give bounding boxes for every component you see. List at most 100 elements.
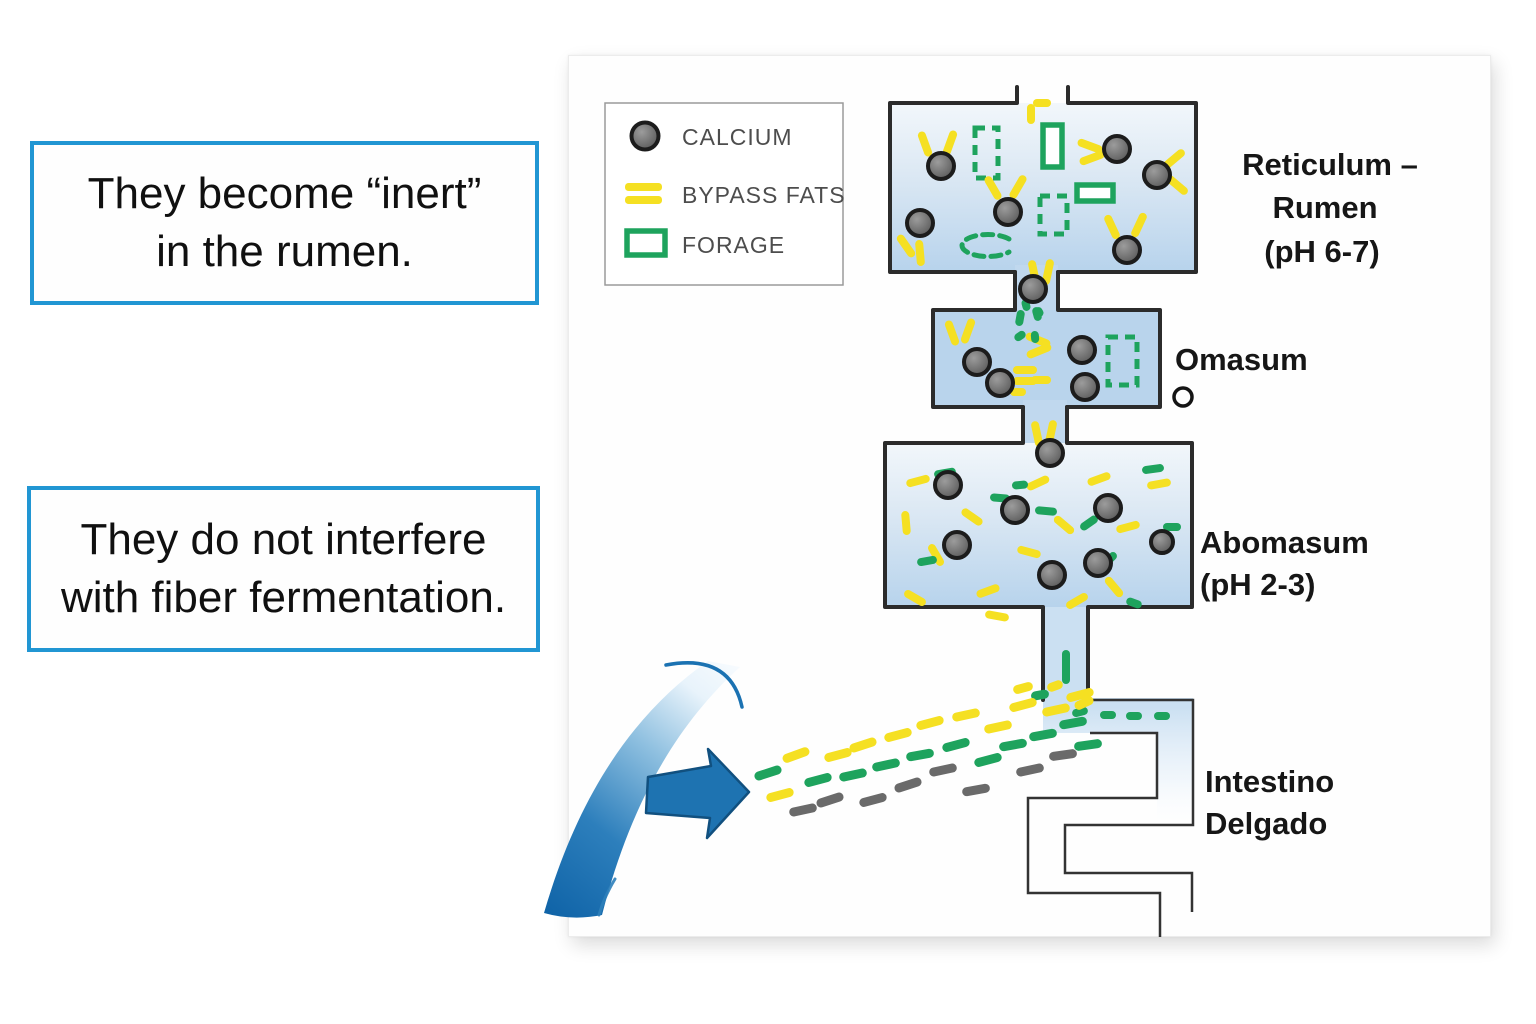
bypass-fat-particle xyxy=(1066,688,1094,702)
bypass-fat-particle xyxy=(1027,104,1035,124)
calcium-particle xyxy=(962,347,992,377)
bypass-fat-particle xyxy=(1066,593,1088,609)
digesta-particle xyxy=(962,783,990,797)
bypass-fat-particle xyxy=(1031,421,1043,447)
bypass-fat-particle xyxy=(904,590,926,606)
digesta-particle xyxy=(929,763,957,777)
forage-particle xyxy=(1030,331,1040,343)
arrow-head xyxy=(644,747,751,840)
calcium-particle xyxy=(1149,529,1175,555)
calcium-particle xyxy=(942,530,972,560)
calcium-particle xyxy=(1093,493,1123,523)
bypass-fat-particle xyxy=(1042,259,1054,285)
omasum-wall-right xyxy=(1056,270,1162,409)
forage-particle xyxy=(1035,506,1057,516)
calcium-particle xyxy=(1142,160,1172,190)
bypass-fat-particle xyxy=(1166,175,1188,195)
bypass-fat-particle xyxy=(1163,149,1185,169)
forage-particle xyxy=(1040,122,1065,170)
rumen-label: (pH 6-7) xyxy=(1264,234,1379,269)
calcium-particle xyxy=(1000,495,1030,525)
omasum-label: Omasum xyxy=(1175,342,1308,377)
forage-particle xyxy=(1059,716,1087,730)
forage-particle xyxy=(1163,523,1181,531)
legend-label-calcium: CALCIUM xyxy=(682,124,793,150)
legend: CALCIUM BYPASS FATS FORAGE xyxy=(604,102,845,286)
calcium-particle xyxy=(905,208,935,238)
bypass-fat-particle xyxy=(915,240,925,266)
intestine-label: Delgado xyxy=(1205,806,1327,841)
bypass-fat-particle xyxy=(782,747,810,763)
digesta-particle xyxy=(1016,763,1044,777)
forage-particle xyxy=(972,125,1001,181)
bypass-fat-particle xyxy=(928,544,944,566)
callout-line: with fiber fermentation. xyxy=(60,573,507,622)
bypass-fat-particle xyxy=(1013,682,1033,694)
forage-particle xyxy=(917,555,937,567)
calcium-particle xyxy=(993,197,1023,227)
bypass-fat-particle xyxy=(984,176,1002,200)
forage-particle xyxy=(1029,728,1057,742)
bypass-fat-particle xyxy=(1031,376,1051,384)
forage-particle xyxy=(1014,330,1026,342)
forage-particle xyxy=(1105,334,1140,388)
bypass-fat-particle xyxy=(1053,515,1075,535)
forage-particle xyxy=(1126,597,1142,609)
digesta-particle xyxy=(1049,749,1077,761)
calcium-particle xyxy=(1112,235,1142,265)
bypass-fat-particle xyxy=(1087,472,1111,486)
calcium-legend-icon xyxy=(629,120,661,152)
omasum-wall-left xyxy=(931,270,1025,409)
forage-particle xyxy=(974,753,1002,767)
bypass-fat-particle xyxy=(884,728,912,742)
diagram-panel: CALCIUM BYPASS FATS FORAGE Reticulum – R… xyxy=(544,55,1491,937)
intestine-label: Intestino xyxy=(1205,764,1334,799)
forage-particle xyxy=(1034,307,1044,317)
bypass-fat-particle xyxy=(1010,388,1026,396)
callout-line: in the rumen. xyxy=(156,227,413,276)
digesta-particle xyxy=(859,793,887,807)
arrow-sliver xyxy=(597,877,617,917)
calcium-particle xyxy=(933,470,963,500)
bypass-fat-particle xyxy=(960,318,976,344)
bypass-fat-particle xyxy=(1013,366,1037,374)
bypass-fat-particle xyxy=(901,511,911,535)
callout-line: They do not interfere xyxy=(80,514,487,564)
bypass-fat-particle xyxy=(1047,680,1063,692)
abomasum-wall-left xyxy=(883,405,1045,702)
bypass-fat-particle xyxy=(1033,99,1051,107)
digesta-particle xyxy=(816,792,844,808)
forage-particle xyxy=(1126,712,1142,720)
bypass-fat-particle xyxy=(766,788,794,802)
bypass-fat-particle xyxy=(1074,696,1094,710)
abomasum-label: Abomasum xyxy=(1200,525,1369,560)
particles-layer xyxy=(754,99,1188,817)
forage-particle xyxy=(754,765,782,781)
rumen-wall-right xyxy=(1056,85,1198,274)
forage-arc xyxy=(959,232,1012,259)
forage-particle xyxy=(999,738,1027,752)
forage-particle xyxy=(942,738,970,752)
stomach-walls xyxy=(883,85,1198,702)
callout-line: They become “inert” xyxy=(87,168,482,218)
intestine-inner-wall xyxy=(1026,731,1162,937)
calcium-particle xyxy=(985,368,1015,398)
bypass-fat-particle xyxy=(1104,214,1120,240)
bypass-fat-particle xyxy=(1009,175,1027,199)
bypass-fats-legend-icon xyxy=(625,183,662,191)
callout-fermentation-box: They do not interfere with fiber ferment… xyxy=(27,486,540,652)
forage-particle xyxy=(872,758,900,772)
bypass-fat-particle xyxy=(916,716,944,730)
forage-particle xyxy=(1074,182,1116,204)
bypass-fat-particle xyxy=(961,508,983,526)
forage-particle xyxy=(1012,480,1028,490)
forage-particle xyxy=(906,748,934,762)
forage-particle xyxy=(1072,706,1088,718)
forage-legend-icon xyxy=(624,228,668,258)
rumen-wall-left xyxy=(888,85,1019,274)
bypass-fat-particle xyxy=(1009,698,1037,712)
compartment-labels: Reticulum – Rumen (pH 6-7) Omasum Abomas… xyxy=(1172,147,1418,841)
bypass-fat-particle xyxy=(1131,212,1147,238)
bypass-fat-particle xyxy=(1026,475,1050,491)
bypass-fat-particle xyxy=(1104,576,1124,598)
